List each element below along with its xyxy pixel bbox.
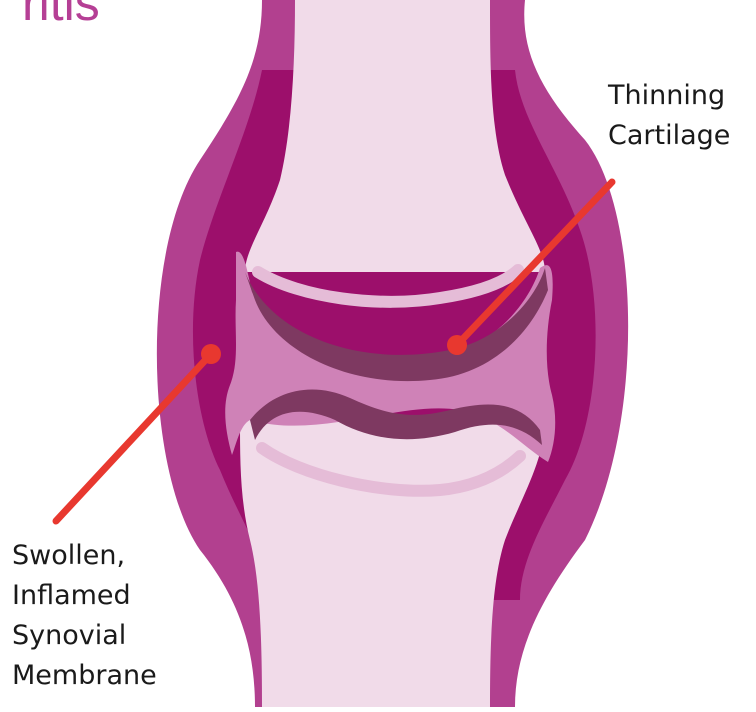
cartilage-label: Thinning Cartilage [608,76,730,156]
synovial-label-line: Synovial [12,616,157,656]
synovial-label-line: Inflamed [12,576,157,616]
page-title-fragment: ritis [22,0,100,32]
cartilage-pointer-dot [447,335,467,355]
synovial-pointer-dot [201,344,221,364]
synovial-label: Swollen, Inflamed Synovial Membrane [12,536,157,696]
cartilage-label-line: Cartilage [608,116,730,156]
synovial-label-line: Membrane [12,656,157,696]
cartilage-label-line: Thinning [608,76,730,116]
synovial-label-line: Swollen, [12,536,157,576]
